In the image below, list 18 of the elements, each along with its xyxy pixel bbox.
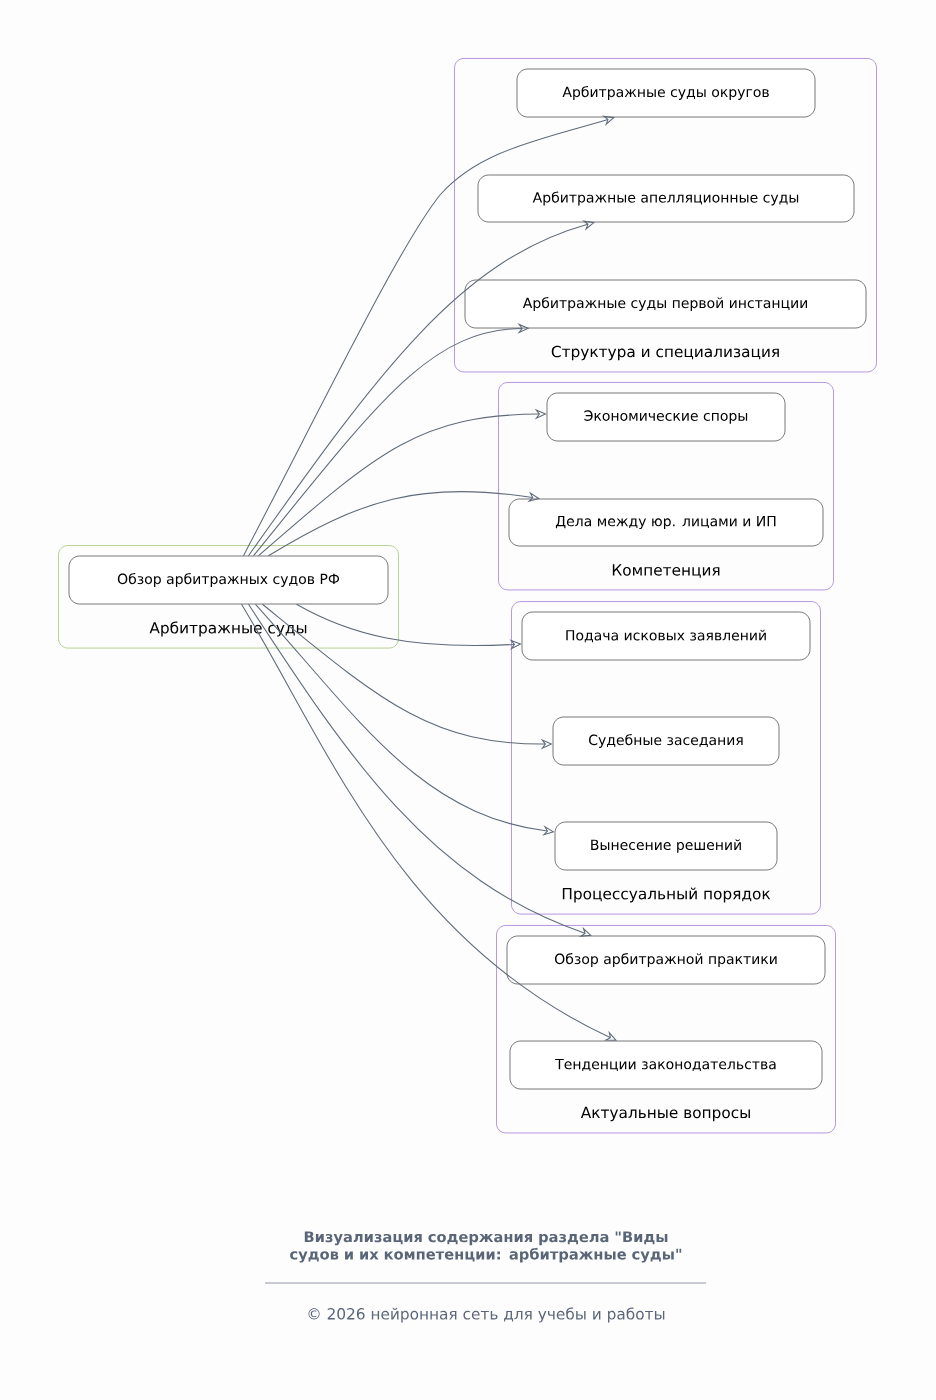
topic-box: Арбитражные суды округов	[516, 68, 816, 118]
topic-box: Обзор арбитражной практики	[506, 935, 826, 985]
arrow	[240, 603, 617, 1041]
topic-box: Обзор арбитражных судов РФ	[68, 555, 389, 605]
arrow	[247, 603, 592, 937]
arrow	[247, 220, 595, 557]
topic-box: Тенденции законодательства	[509, 1040, 823, 1090]
topic-box: Арбитражные апелляционные суды	[477, 174, 855, 223]
topic-box: Подача исковых заявлений	[521, 611, 811, 661]
topic-box: Судебные заседания	[552, 716, 780, 766]
topic-box: Дела между юр. лицами и ИП	[508, 498, 824, 547]
caption: Визуализация содержания раздела "Виды судов и их компетенции: арбитражные суды"	[290, 1231, 682, 1263]
arrow	[267, 490, 540, 557]
topic-box: Арбитражные суды первой инстанции	[464, 279, 867, 329]
topic-box: Вынесение решений	[554, 821, 778, 871]
footer-note: © 2026 нейронная сеть для учебы и работы	[308, 1307, 665, 1323]
arrow	[242, 115, 615, 557]
topic-box: Экономические споры	[546, 392, 786, 442]
